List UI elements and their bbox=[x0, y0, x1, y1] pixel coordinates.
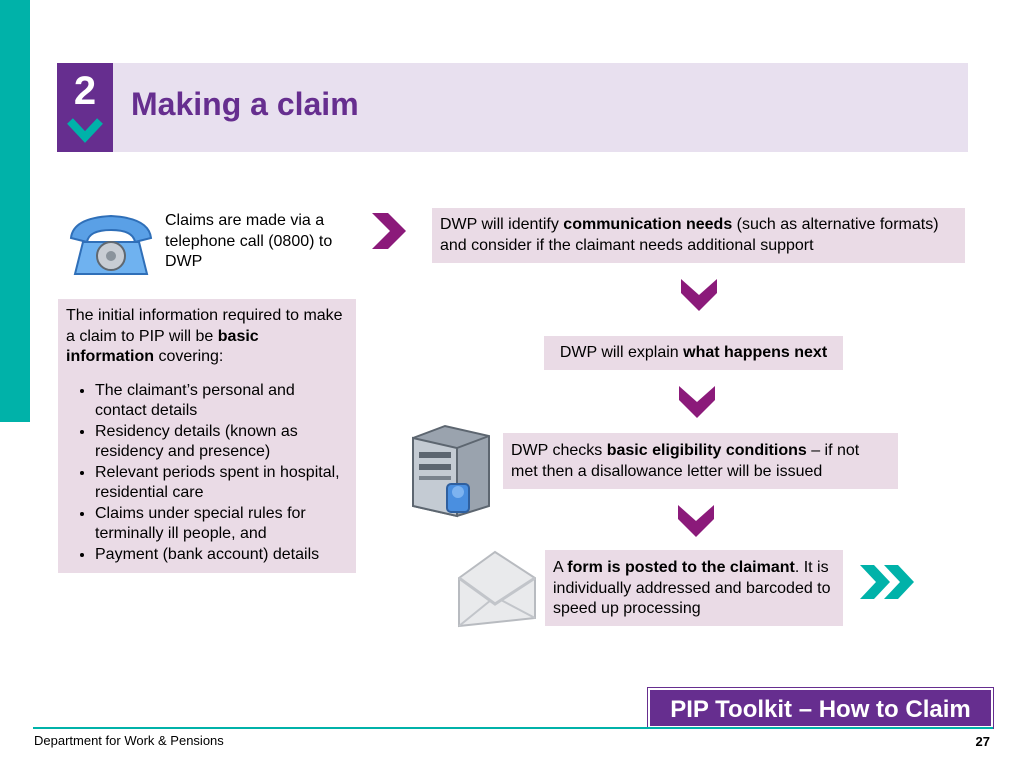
communication-needs-box: DWP will identify communication needs (s… bbox=[432, 208, 965, 263]
telephone-icon bbox=[69, 214, 153, 275]
double-chevron-right-icon bbox=[860, 565, 914, 599]
chevron-right-icon bbox=[372, 213, 406, 249]
toolkit-title-badge: PIP Toolkit – How to Claim bbox=[648, 688, 993, 728]
left-accent-bar bbox=[0, 0, 30, 422]
form-suffix: . It is individually addressed and barco… bbox=[553, 559, 831, 617]
comm-prefix: DWP will identify bbox=[440, 216, 564, 233]
initial-information-box: The initial information required to make… bbox=[58, 299, 356, 573]
list-item: The claimant’s personal and contact deta… bbox=[95, 381, 348, 422]
checks-prefix: DWP checks bbox=[511, 442, 607, 459]
header-band bbox=[57, 63, 968, 152]
envelope-icon bbox=[458, 550, 536, 628]
form-posted-box: A form is posted to the claimant. It is … bbox=[545, 550, 843, 626]
form-prefix: A bbox=[553, 559, 568, 576]
explain-prefix: DWP will explain bbox=[559, 344, 684, 361]
explain-bold: what happens next bbox=[683, 344, 828, 361]
section-number: 2 bbox=[73, 69, 97, 113]
what-happens-next-box: DWP will explain what happens next bbox=[544, 336, 843, 370]
list-item: Relevant periods spent in hospital, resi… bbox=[95, 463, 348, 504]
info-list: The claimant’s personal and contact deta… bbox=[66, 381, 348, 566]
form-bold: form is posted to the claimant bbox=[567, 559, 795, 576]
list-item: Residency details (known as residency an… bbox=[95, 422, 348, 463]
section-number-box: 2 bbox=[57, 63, 113, 152]
computer-tower-icon bbox=[412, 424, 490, 518]
page-number: 27 bbox=[975, 734, 990, 749]
chevron-down-icon bbox=[679, 386, 715, 418]
comm-suffix: (such as alternative formats) and consid… bbox=[440, 216, 939, 254]
phone-step-text: Claims are made via a telephone call (08… bbox=[165, 212, 333, 270]
info-intro-suffix: covering: bbox=[154, 348, 224, 365]
footer-divider bbox=[33, 727, 993, 729]
footer-organisation: Department for Work & Pensions bbox=[34, 733, 224, 748]
info-intro-bold: basic information bbox=[66, 327, 259, 366]
info-intro-prefix: The initial information required to make… bbox=[66, 307, 343, 345]
page-title: Making a claim bbox=[131, 86, 359, 122]
checks-bold: basic eligibility conditions bbox=[606, 442, 807, 459]
chevron-down-icon bbox=[681, 279, 717, 311]
chevron-down-icon bbox=[678, 505, 714, 537]
chevron-down-icon bbox=[67, 118, 103, 143]
comm-bold: communication needs bbox=[563, 216, 733, 233]
list-item: Claims under special rules for terminall… bbox=[95, 504, 348, 545]
checks-suffix: – if not met then a disallowance letter … bbox=[511, 442, 860, 480]
eligibility-checks-box: DWP checks basic eligibility conditions … bbox=[503, 433, 898, 489]
list-item: Payment (bank account) details bbox=[95, 545, 348, 566]
